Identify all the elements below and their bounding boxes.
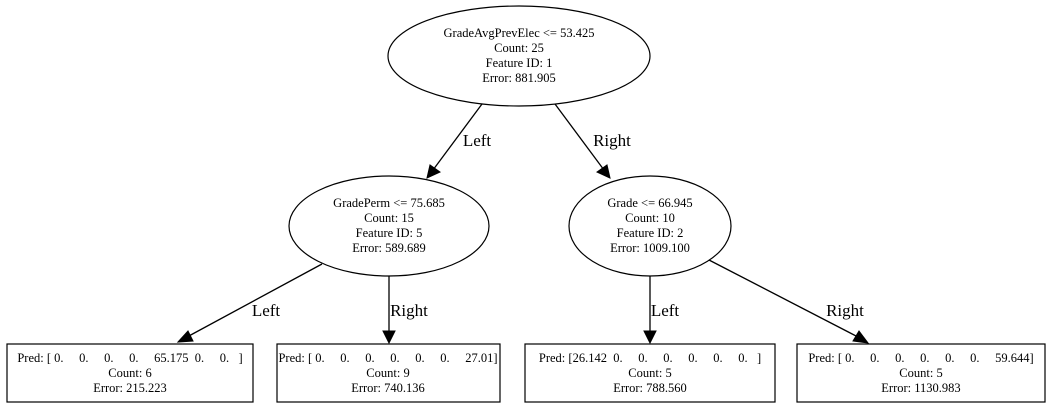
edge-label-left-right: Right <box>390 301 428 320</box>
leaf-rl-prediction: Pred: [26.142 0. 0. 0. 0. 0. 0. ] <box>539 351 761 365</box>
arrowhead-root-to-right <box>596 164 611 179</box>
root-node-count: Count: 25 <box>494 41 544 55</box>
leaf-ll-prediction: Pred: [ 0. 0. 0. 0. 65.175 0. 0. ] <box>17 351 242 365</box>
root-node-split-rule: GradeAvgPrevElec <= 53.425 <box>444 26 595 40</box>
leaf-rr-error: Error: 1130.983 <box>881 381 960 395</box>
leaf-ll-count: Count: 6 <box>108 366 151 380</box>
edge-root-to-right <box>554 103 605 171</box>
tree-leaf-left-right: Pred: [ 0. 0. 0. 0. 0. 0. 27.01] Count: … <box>276 343 501 403</box>
edge-label-root-left: Left <box>463 131 492 150</box>
tree-leaf-right-left: Pred: [26.142 0. 0. 0. 0. 0. 0. ] Count:… <box>524 343 776 403</box>
tree-edges: Left Right Left Right Left Right <box>176 103 870 345</box>
arrowhead-root-to-left <box>426 164 441 179</box>
right-node-feature-id: Feature ID: 2 <box>617 226 684 240</box>
arrowhead-right-to-leaf-rr <box>852 330 870 344</box>
leaf-rr-box <box>796 343 1046 403</box>
root-node-ellipse <box>387 5 651 107</box>
edge-root-to-left <box>432 103 483 171</box>
left-node-ellipse <box>288 175 490 277</box>
edge-right-to-leaf-rr <box>708 259 859 338</box>
leaf-ll-box <box>6 343 254 403</box>
leaf-rr-count: Count: 5 <box>899 366 942 380</box>
leaf-lr-prediction: Pred: [ 0. 0. 0. 0. 0. 0. 27.01] <box>278 351 497 365</box>
right-node-count: Count: 10 <box>625 211 675 225</box>
left-node-split-rule: GradePerm <= 75.685 <box>333 196 445 210</box>
edge-left-to-leaf-ll <box>186 263 323 338</box>
root-node-feature-id: Feature ID: 1 <box>486 56 553 70</box>
leaf-ll-error: Error: 215.223 <box>93 381 167 395</box>
tree-leaf-left-left: Pred: [ 0. 0. 0. 0. 65.175 0. 0. ] Count… <box>6 343 254 403</box>
leaf-rr-prediction: Pred: [ 0. 0. 0. 0. 0. 0. 59.644] <box>808 351 1033 365</box>
edge-label-right-left: Left <box>651 301 680 320</box>
tree-node-right: Grade <= 66.945 Count: 10 Feature ID: 2 … <box>568 175 732 277</box>
tree-node-left: GradePerm <= 75.685 Count: 15 Feature ID… <box>288 175 490 277</box>
leaf-lr-box <box>276 343 501 403</box>
edge-label-left-left: Left <box>252 301 281 320</box>
left-node-feature-id: Feature ID: 5 <box>356 226 423 240</box>
left-node-error: Error: 589.689 <box>352 241 426 255</box>
tree-leaf-right-right: Pred: [ 0. 0. 0. 0. 0. 0. 59.644] Count:… <box>796 343 1046 403</box>
arrowhead-left-to-leaf-lr <box>382 330 396 345</box>
right-node-error: Error: 1009.100 <box>610 241 690 255</box>
root-node-error: Error: 881.905 <box>482 71 556 85</box>
leaf-lr-count: Count: 9 <box>366 366 409 380</box>
leaf-rl-error: Error: 788.560 <box>613 381 687 395</box>
leaf-rl-count: Count: 5 <box>628 366 671 380</box>
leaf-lr-error: Error: 740.136 <box>351 381 425 395</box>
arrowhead-right-to-leaf-rl <box>643 330 657 345</box>
edge-label-right-right: Right <box>826 301 864 320</box>
leaf-rl-box <box>524 343 776 403</box>
left-node-count: Count: 15 <box>364 211 414 225</box>
right-node-ellipse <box>568 175 732 277</box>
edge-label-root-right: Right <box>593 131 631 150</box>
arrowhead-left-to-leaf-ll <box>176 330 194 343</box>
tree-node-root: GradeAvgPrevElec <= 53.425 Count: 25 Fea… <box>387 5 651 107</box>
right-node-split-rule: Grade <= 66.945 <box>607 196 692 210</box>
